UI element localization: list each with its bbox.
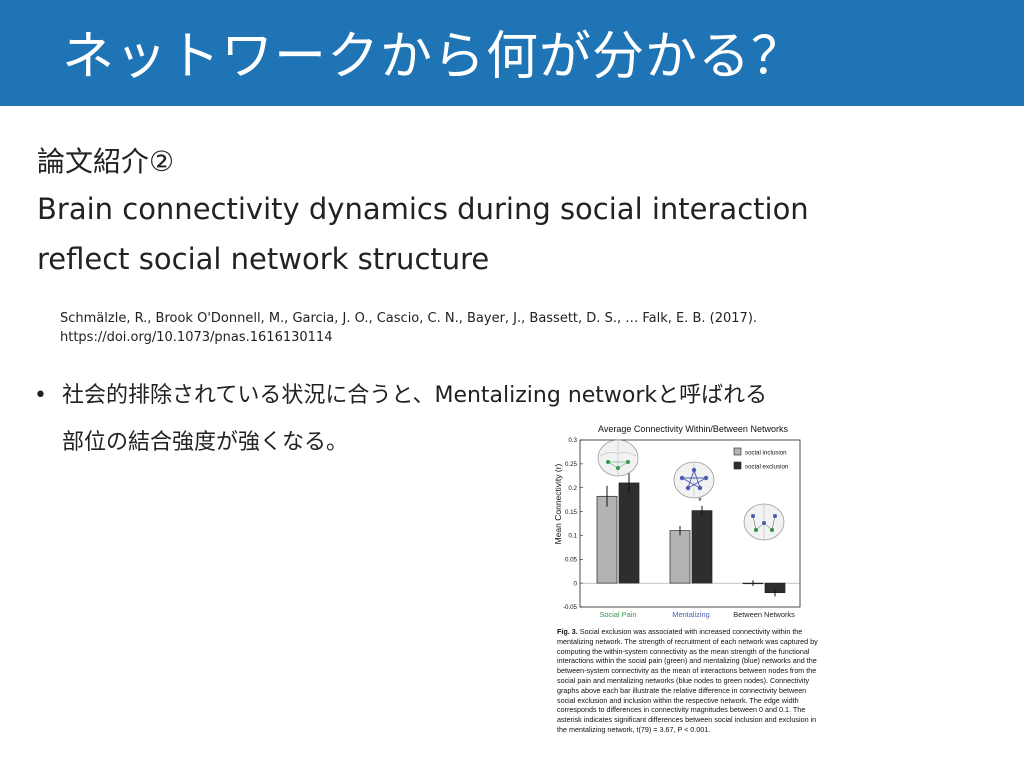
bullet-text: 社会的排除されている状況に合うと、Mentalizing networkと呼ばれ… bbox=[62, 372, 1002, 466]
bullet-icon: • bbox=[34, 383, 47, 408]
y-tick-label: 0.25 bbox=[565, 461, 578, 468]
y-tick-label: 0.05 bbox=[565, 556, 578, 563]
bars bbox=[596, 472, 786, 597]
x-tick-label: Social Pain bbox=[600, 610, 637, 619]
legend-label-exclusion: social exclusion bbox=[745, 464, 789, 471]
plot-frame bbox=[579, 439, 801, 608]
paper-title-line-1: Brain connectivity dynamics during socia… bbox=[37, 192, 809, 226]
y-tick-label: 0.3 bbox=[568, 437, 577, 444]
legend-label-inclusion: social inclusion bbox=[745, 450, 787, 457]
legend-swatch-inclusion bbox=[733, 447, 742, 456]
legend: social inclusion social exclusion bbox=[733, 447, 789, 471]
citation-doi-link[interactable]: https://doi.org/10.1073/pnas.1616130114 bbox=[60, 330, 333, 345]
brain-graph-social-pain-icon bbox=[597, 439, 639, 477]
significance-asterisk: * bbox=[698, 496, 702, 506]
y-tick-label: -0.05 bbox=[563, 604, 578, 611]
paper-title-line-2: reflect social network structure bbox=[37, 242, 490, 276]
x-tick-labels: Social Pain Mentalizing Between Networks bbox=[600, 610, 796, 619]
figure-caption-label: Fig. 3. bbox=[557, 627, 578, 636]
brain-graph-between-networks-icon bbox=[743, 503, 785, 541]
bullet-line-1: 社会的排除されている状況に合うと、Mentalizing networkと呼ばれ… bbox=[62, 383, 768, 408]
bar-exclusion bbox=[691, 510, 713, 584]
figure-caption-text: Social exclusion was associated with inc… bbox=[557, 627, 818, 734]
legend-swatch-exclusion bbox=[733, 461, 742, 470]
figure-caption: Fig. 3. Social exclusion was associated … bbox=[557, 627, 819, 735]
brain-graph-mentalizing-icon bbox=[673, 461, 715, 499]
citation-authors: Schmälzle, R., Brook O'Donnell, M., Garc… bbox=[60, 311, 758, 326]
bar-inclusion bbox=[596, 495, 618, 584]
bullet-line-2: 部位の結合強度が強くなる。 bbox=[62, 430, 349, 455]
title-bar: ネットワークから何が分かる？ bbox=[0, 0, 1024, 106]
x-tick-label: Mentalizing bbox=[672, 610, 709, 619]
slide-title: ネットワークから何が分かる？ bbox=[62, 27, 805, 87]
y-tick-label: 0 bbox=[574, 580, 578, 587]
chart-title: Average Connectivity Within/Between Netw… bbox=[598, 424, 788, 434]
y-axis-label: Mean Connectivity (r) bbox=[553, 463, 563, 544]
y-tick-label: 0.15 bbox=[565, 509, 578, 516]
y-tick-label: 0.1 bbox=[568, 533, 577, 540]
y-ticks: -0.05 0 0.05 0.1 0.15 0.2 0.25 0.3 bbox=[563, 437, 583, 611]
bar-exclusion bbox=[618, 482, 640, 584]
bar-inclusion bbox=[669, 530, 691, 584]
section-heading: 論文紹介② bbox=[37, 145, 175, 178]
y-tick-label: 0.2 bbox=[568, 485, 577, 492]
connectivity-bar-chart: Average Connectivity Within/Between Netw… bbox=[553, 424, 801, 619]
x-tick-label: Between Networks bbox=[733, 610, 795, 619]
